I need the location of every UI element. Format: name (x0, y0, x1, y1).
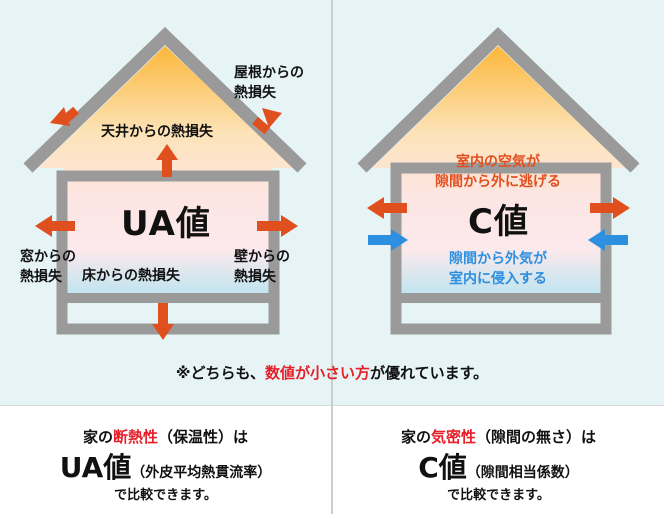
wall-right-arrow (281, 215, 298, 237)
house-diagrams (23, 26, 640, 340)
window-left-arrow (35, 215, 52, 237)
air-out-right-arrow-shaft (590, 203, 614, 213)
ua-house (23, 26, 307, 340)
ua-explanation-line1: 家の断熱性（保温性）は (82, 428, 249, 446)
c-house-roof-outline (357, 26, 640, 173)
roof-right-arrow-shaft (252, 117, 271, 135)
air-in-left-arrow (391, 229, 408, 251)
air-in-label: 隙間から外気が室内に侵入する (449, 251, 547, 287)
ua-explanation-panel: 家の断熱性（保温性）は UA値（外皮平均熱貫流率） で比較できます。 (0, 405, 331, 515)
c-explanation-line1: 家の気密性（隙間の無さ）は (400, 428, 597, 446)
ceiling-up-arrow-shaft (162, 159, 172, 177)
air-out-left-arrow-shaft (383, 203, 407, 213)
wall-right-arrow-shaft (257, 221, 282, 231)
ua-title: UA値 (121, 204, 211, 244)
note-highlight: 数値が小さい方 (265, 364, 371, 382)
wall-loss-label: 壁からの熱損失 (234, 249, 290, 285)
airtightness-highlight: 気密性 (430, 428, 476, 446)
air-out-right-arrow (613, 197, 630, 219)
c-explanation-big: C値（隙間相当係数） (418, 451, 579, 484)
roof-loss-label: 屋根からの熱損失 (234, 65, 304, 101)
insulation-highlight: 断熱性 (112, 428, 158, 446)
air-out-label: 室内の空気が隙間から外に逃げる (435, 154, 561, 190)
ua-explanation-line3: で比較できます。 (114, 488, 217, 503)
c-explanation-panel: 家の気密性（隙間の無さ）は C値（隙間相当係数） で比較できます。 (333, 405, 664, 515)
floor-down-arrow-shaft (158, 303, 168, 325)
air-in-left-arrow-shaft (368, 235, 392, 245)
floor-down-arrow (152, 324, 174, 340)
ceiling-up-arrow (156, 144, 178, 160)
panel-divider (331, 0, 333, 514)
ua-explanation-big: UA値（外皮平均熱貫流率） (59, 451, 272, 484)
air-in-right-arrow (588, 229, 605, 251)
c-house-walls (390, 162, 612, 335)
roof-left-arrow-shaft (61, 106, 80, 124)
floor-loss-label: 床からの熱損失 (82, 268, 180, 284)
c-title: C値 (468, 202, 529, 242)
c-explanation-line3: で比較できます。 (447, 488, 550, 503)
roof-right-arrow (262, 108, 282, 128)
window-left-arrow-shaft (51, 221, 75, 231)
c-house (357, 26, 640, 335)
window-loss-label: 窓からの熱損失 (20, 249, 76, 285)
air-in-right-arrow-shaft (604, 235, 628, 245)
comparison-note: ※どちらも、数値が小さい方が優れています。 (175, 364, 489, 382)
ceiling-loss-label: 天井からの熱損失 (101, 124, 213, 140)
air-out-left-arrow (367, 197, 384, 219)
